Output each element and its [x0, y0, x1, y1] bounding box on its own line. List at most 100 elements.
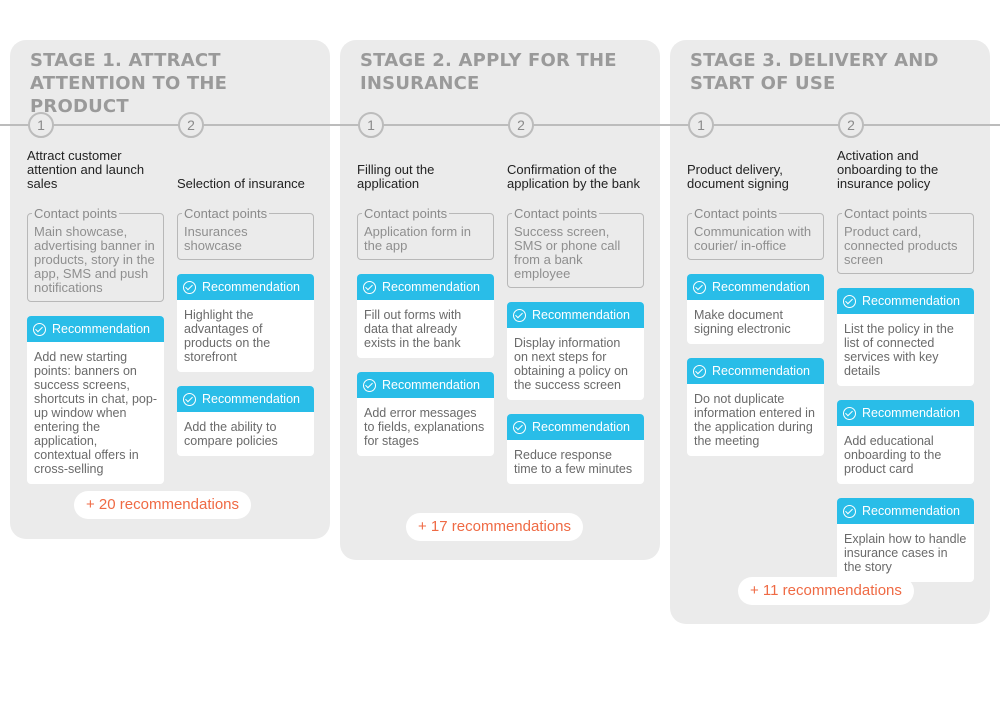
check-circle-icon: [843, 294, 856, 308]
stage-1-step-2-marker: 2: [178, 112, 204, 138]
recommendation-header: Recommendation: [357, 274, 494, 300]
contact-points-box: Contact points Communication with courie…: [687, 206, 824, 260]
contact-points-box: Contact points Product card, connected p…: [837, 206, 974, 274]
contact-points-box: Contact points Main showcase, advertisin…: [27, 206, 164, 302]
contact-points-label: Contact points: [692, 206, 780, 221]
recommendation-label: Recommendation: [382, 280, 480, 294]
recommendation-header: Recommendation: [687, 358, 824, 384]
recommendation-text: Do not duplicate information entered in …: [694, 392, 815, 448]
recommendation-label: Recommendation: [382, 378, 480, 392]
contact-points-box: Contact points Success screen, SMS or ph…: [507, 206, 644, 288]
recommendation-text: Display information on next steps for ob…: [514, 336, 628, 392]
stage-2-step-2-marker: 2: [508, 112, 534, 138]
stage-2-step-1: Filling out the application Contact poin…: [357, 148, 494, 456]
recommendation-text: Highlight the advantages of products on …: [184, 308, 271, 364]
recommendation-text: Reduce response time to a few minutes: [514, 448, 633, 476]
check-circle-icon: [693, 280, 706, 294]
contact-points-text: Communication with courier/ in-office: [694, 224, 812, 253]
check-circle-icon: [183, 392, 196, 406]
recommendation-header: Recommendation: [507, 414, 644, 440]
recommendation-card: Recommendation Display information on ne…: [507, 302, 644, 400]
stage-2-step-2: Confirmation of the application by the b…: [507, 148, 644, 484]
timeline-line: [0, 124, 1000, 126]
recommendation-header: Recommendation: [507, 302, 644, 328]
recommendation-label: Recommendation: [532, 308, 630, 322]
check-circle-icon: [513, 420, 526, 434]
contact-points-label: Contact points: [32, 206, 120, 221]
stage-1-step-1-marker: 1: [28, 112, 54, 138]
recommendation-card: Recommendation Fill out forms with data …: [357, 274, 494, 358]
stage-1-title: Stage 1. Attract attention to the produc…: [30, 50, 228, 117]
step-title: Product delivery, document signing: [687, 162, 789, 191]
recommendation-card: Recommendation Do not duplicate informat…: [687, 358, 824, 456]
check-circle-icon: [363, 378, 376, 392]
contact-points-box: Contact points Insurances showcase: [177, 206, 314, 260]
stage-3-step-2: Activation and onboarding to the insuran…: [837, 148, 974, 582]
check-circle-icon: [363, 280, 376, 294]
recommendation-card: Recommendation Explain how to handle ins…: [837, 498, 974, 582]
recommendation-label: Recommendation: [862, 294, 960, 308]
stage-3-more-recommendations[interactable]: + 11 recommendations: [738, 577, 914, 605]
recommendation-header: Recommendation: [837, 400, 974, 426]
recommendation-header: Recommendation: [357, 372, 494, 398]
stage-2-more-recommendations[interactable]: + 17 recommendations: [406, 513, 584, 541]
check-circle-icon: [33, 322, 46, 336]
contact-points-text: Success screen, SMS or phone call from a…: [514, 224, 621, 281]
recommendation-card: Recommendation Make document signing ele…: [687, 274, 824, 344]
stage-1-step-1: Attract customer attention and launch sa…: [27, 148, 164, 484]
recommendation-text: Make document signing electronic: [694, 308, 791, 336]
recommendation-label: Recommendation: [712, 280, 810, 294]
recommendation-header: Recommendation: [687, 274, 824, 300]
contact-points-label: Contact points: [512, 206, 600, 221]
recommendation-header: Recommendation: [27, 316, 164, 342]
contact-points-label: Contact points: [362, 206, 450, 221]
recommendation-text: Add error messages to fields, explanatio…: [364, 406, 485, 448]
check-circle-icon: [843, 406, 856, 420]
stage-3-step-1-marker: 1: [688, 112, 714, 138]
contact-points-label: Contact points: [182, 206, 270, 221]
recommendation-card: Recommendation Reduce response time to a…: [507, 414, 644, 484]
recommendation-text: Add new starting points: banners on succ…: [34, 350, 157, 476]
check-circle-icon: [513, 308, 526, 322]
stage-3-title: Stage 3. Delivery and start of use: [690, 50, 939, 94]
contact-points-text: Main showcase, advertising banner in pro…: [34, 224, 155, 295]
contact-points-box: Contact points Application form in the a…: [357, 206, 494, 260]
recommendation-label: Recommendation: [202, 392, 300, 406]
stage-1-more-recommendations[interactable]: + 20 recommendations: [74, 491, 252, 519]
recommendation-card: Recommendation Add new starting points: …: [27, 316, 164, 484]
recommendation-label: Recommendation: [52, 322, 150, 336]
recommendation-card: Recommendation Highlight the advantages …: [177, 274, 314, 372]
stage-3-step-2-marker: 2: [838, 112, 864, 138]
contact-points-text: Product card, connected products screen: [844, 224, 958, 267]
stage-1-step-2: Selection of insurance Contact points In…: [177, 148, 314, 456]
recommendation-text: Add the ability to compare policies: [184, 420, 278, 448]
recommendation-card: Recommendation Add error messages to fie…: [357, 372, 494, 456]
recommendation-label: Recommendation: [712, 364, 810, 378]
recommendation-label: Recommendation: [862, 504, 960, 518]
check-circle-icon: [183, 280, 196, 294]
recommendation-card: Recommendation Add the ability to compar…: [177, 386, 314, 456]
stage-2-title: Stage 2. Apply for the insurance: [360, 50, 617, 94]
recommendation-text: Explain how to handle insurance cases in…: [844, 532, 967, 574]
step-title: Attract customer attention and launch sa…: [27, 148, 145, 191]
step-title: Activation and onboarding to the insuran…: [837, 148, 939, 191]
recommendation-text: Add educational onboarding to the produc…: [844, 434, 942, 476]
recommendation-header: Recommendation: [837, 288, 974, 314]
stage-2-step-1-marker: 1: [358, 112, 384, 138]
recommendation-header: Recommendation: [177, 274, 314, 300]
recommendation-card: Recommendation Add educational onboardin…: [837, 400, 974, 484]
recommendation-text: Fill out forms with data that already ex…: [364, 308, 462, 350]
recommendation-label: Recommendation: [532, 420, 630, 434]
recommendation-label: Recommendation: [862, 406, 960, 420]
contact-points-label: Contact points: [842, 206, 930, 221]
check-circle-icon: [843, 504, 856, 518]
recommendation-header: Recommendation: [177, 386, 314, 412]
recommendation-label: Recommendation: [202, 280, 300, 294]
recommendation-card: Recommendation List the policy in the li…: [837, 288, 974, 386]
step-title: Confirmation of the application by the b…: [507, 162, 640, 191]
contact-points-text: Application form in the app: [364, 224, 471, 253]
recommendation-text: List the policy in the list of connected…: [844, 322, 954, 378]
step-title: Filling out the application: [357, 162, 435, 191]
check-circle-icon: [693, 364, 706, 378]
recommendation-header: Recommendation: [837, 498, 974, 524]
